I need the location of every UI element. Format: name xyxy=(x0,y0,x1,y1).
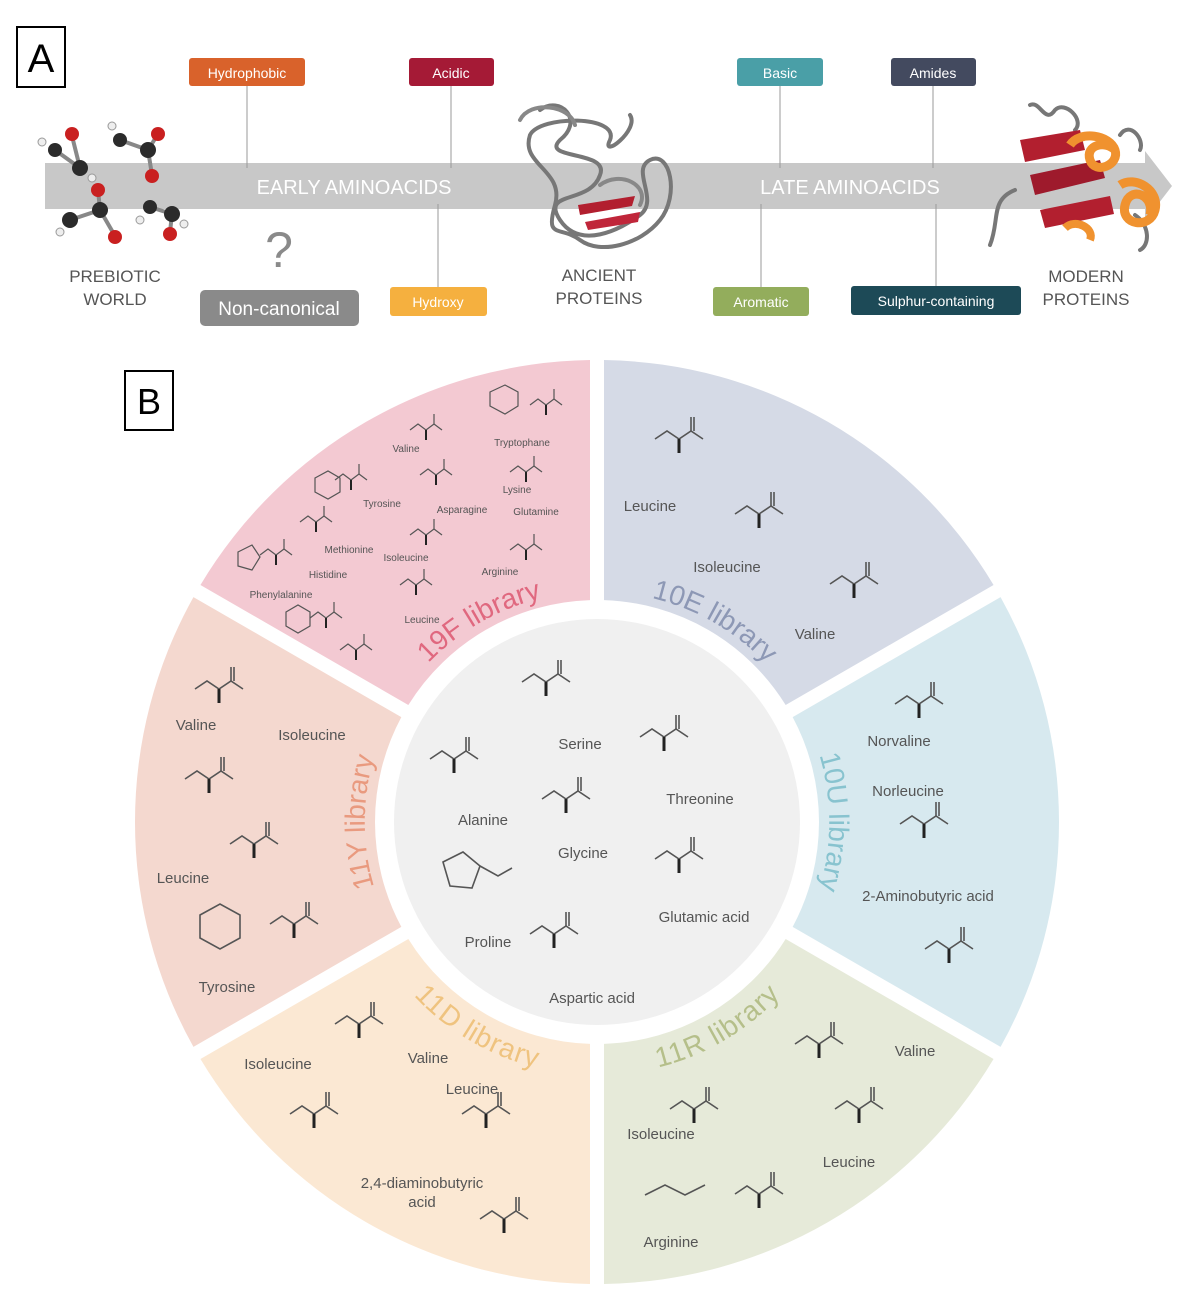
acidic-tag xyxy=(409,58,494,86)
library-10E-labels: Leucine Isoleucine Valine xyxy=(624,498,836,643)
question-mark: ? xyxy=(265,222,293,278)
modern-label-2: PROTEINS xyxy=(1043,290,1130,309)
11D-diaminobutyric-label-2: acid xyxy=(408,1194,436,1211)
amides-tag xyxy=(891,58,976,86)
sulphur-tag xyxy=(851,286,1021,315)
hydroxy-tag-label: Hydroxy xyxy=(412,294,463,310)
11D-diaminobutyric-label-1: 2,4-diaminobutyric xyxy=(361,1175,484,1192)
library-11Y-labels: Valine Isoleucine Leucine Tyrosine xyxy=(157,717,346,996)
10U-norleucine-label: Norleucine xyxy=(872,783,944,800)
prebiotic-label-2: WORLD xyxy=(83,290,146,309)
library-11R-structures xyxy=(644,1020,885,1210)
11Y-tyrosine-label: Tyrosine xyxy=(199,979,256,996)
10U-norvaline-label: Norvaline xyxy=(867,733,930,750)
19F-phenylalanine-label: Phenylalanine xyxy=(250,590,313,601)
aspartic-acid-label: Aspartic acid xyxy=(549,990,635,1007)
19F-lysine-label: Lysine xyxy=(503,485,532,496)
11Y-leucine-label: Leucine xyxy=(157,870,210,887)
proline-label: Proline xyxy=(465,934,512,951)
late-aminoacids-label: LATE AMINOACIDS xyxy=(760,177,940,199)
noncanonical-tag xyxy=(200,290,359,326)
19F-arginine-label: Arginine xyxy=(482,567,519,578)
tag-connectors xyxy=(246,86,937,287)
11R-valine-label: Valine xyxy=(895,1043,936,1060)
modern-protein-image xyxy=(988,102,1161,252)
timeline-arrow xyxy=(45,151,1172,221)
11R-isoleucine-label: Isoleucine xyxy=(627,1126,695,1143)
library-10U-labels: Norvaline Norleucine 2-Aminobutyric acid xyxy=(862,733,994,905)
19F-leucine-label: Leucine xyxy=(404,615,439,626)
modern-label-1: MODERN xyxy=(1048,267,1124,286)
library-11Y-structures xyxy=(183,665,320,950)
prebiotic-molecules-image xyxy=(37,121,189,244)
19F-tryptophane-label: Tryptophane xyxy=(494,438,550,449)
library-11R-labels: Valine Isoleucine Leucine Arginine xyxy=(627,1043,935,1251)
hydrophobic-tag xyxy=(189,58,305,86)
aromatic-tag xyxy=(713,287,809,316)
library-11D-sector xyxy=(200,939,590,1284)
acidic-tag-label: Acidic xyxy=(432,65,469,81)
panel-a: A EARLY AMINOACIDS LATE AMINOACIDS Hydro… xyxy=(16,26,1172,326)
ancient-protein-image xyxy=(518,103,673,250)
center-labels: Serine Alanine Threonine Glycine Glutami… xyxy=(458,736,749,1007)
library-10E-sector xyxy=(604,360,994,705)
panel-b-box xyxy=(124,370,174,431)
sulphur-tag-label: Sulphur-containing xyxy=(878,293,995,309)
11R-leucine-label: Leucine xyxy=(823,1154,876,1171)
panel-b: B 19F library 10E library 10U library 11… xyxy=(124,360,1059,1284)
19F-tyrosine-label: Tyrosine xyxy=(363,499,401,510)
10U-aminobutyric-label: 2-Aminobutyric acid xyxy=(862,888,994,905)
library-11R-sector xyxy=(604,939,994,1284)
panel-b-label: B xyxy=(137,381,161,422)
glycine-label: Glycine xyxy=(558,845,608,862)
basic-tag xyxy=(737,58,823,86)
center-disk xyxy=(394,619,800,1025)
19F-glutamine-label: Glutamine xyxy=(513,507,559,518)
glutamic-acid-label: Glutamic acid xyxy=(659,909,750,926)
10E-valine-label: Valine xyxy=(795,626,836,643)
serine-label: Serine xyxy=(558,736,601,753)
panel-a-box xyxy=(16,26,66,88)
aromatic-tag-label: Aromatic xyxy=(733,294,788,310)
11D-leucine-label: Leucine xyxy=(446,1081,499,1098)
library-11Y-sector xyxy=(134,597,402,1047)
library-19F-labels: Valine Tryptophane Tyrosine Asparagine L… xyxy=(250,438,560,626)
center-structures xyxy=(428,658,705,950)
11D-valine-label: Valine xyxy=(408,1050,449,1067)
hydroxy-tag xyxy=(390,287,487,316)
19F-valine-label: Valine xyxy=(392,444,419,455)
early-aminoacids-label: EARLY AMINOACIDS xyxy=(257,177,452,199)
19F-histidine-label: Histidine xyxy=(309,570,348,581)
ancient-label-2: PROTEINS xyxy=(556,289,643,308)
library-19F-sector xyxy=(200,360,590,705)
amides-tag-label: Amides xyxy=(910,65,957,81)
basic-tag-label: Basic xyxy=(763,65,797,81)
hydrophobic-tag-label: Hydrophobic xyxy=(208,65,287,81)
library-11D-labels: Isoleucine Valine Leucine 2,4-diaminobut… xyxy=(244,1050,498,1211)
threonine-label: Threonine xyxy=(666,791,734,808)
library-19F-structures xyxy=(237,384,563,661)
19F-asparagine-label: Asparagine xyxy=(437,505,488,516)
19F-methionine-label: Methionine xyxy=(325,545,374,556)
panel-a-label: A xyxy=(28,37,55,81)
noncanonical-tag-label: Non-canonical xyxy=(218,299,339,320)
10E-leucine-label: Leucine xyxy=(624,498,677,515)
11D-isoleucine-label: Isoleucine xyxy=(244,1056,312,1073)
19F-isoleucine-label: Isoleucine xyxy=(383,553,428,564)
11R-arginine-label: Arginine xyxy=(643,1234,698,1251)
11Y-isoleucine-label: Isoleucine xyxy=(278,727,346,744)
11Y-valine-label: Valine xyxy=(176,717,217,734)
library-sectors xyxy=(134,360,1059,1284)
ancient-label-1: ANCIENT xyxy=(562,266,637,285)
prebiotic-label-1: PREBIOTIC xyxy=(69,267,161,286)
10E-isoleucine-label: Isoleucine xyxy=(693,559,761,576)
alanine-label: Alanine xyxy=(458,812,508,829)
